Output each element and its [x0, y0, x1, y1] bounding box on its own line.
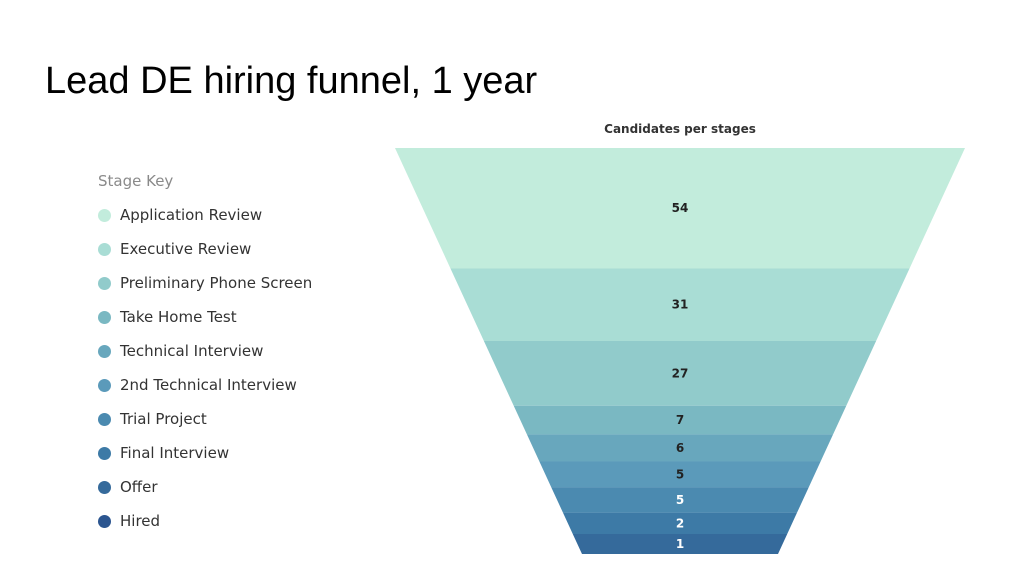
funnel-value-label: 54	[672, 201, 689, 215]
funnel-value-label: 5	[676, 493, 684, 507]
legend-swatch-icon	[98, 412, 111, 426]
legend-item[interactable]: Trial Project	[98, 402, 312, 436]
legend-label: Preliminary Phone Screen	[120, 274, 313, 292]
legend-label: Technical Interview	[120, 342, 264, 360]
funnel-value-label: 5	[676, 467, 684, 481]
legend-label: Offer	[120, 478, 158, 496]
funnel-bar[interactable]	[526, 434, 834, 462]
legend-swatch-icon	[98, 480, 111, 494]
funnel-bar[interactable]	[483, 341, 877, 406]
funnel-value-label: 1	[676, 537, 684, 551]
legend-swatch-icon	[98, 310, 111, 324]
funnel-value-labels: 54 31 27 7 6 5 5 2 1	[672, 201, 689, 551]
legend-swatch-icon	[98, 378, 111, 392]
funnel-value-label: 7	[676, 413, 684, 427]
legend-label: Application Review	[120, 206, 263, 224]
legend-label: Take Home Test	[120, 308, 237, 326]
funnel-value-label: 27	[672, 366, 689, 380]
funnel-bar[interactable]	[539, 461, 821, 488]
legend-label: Executive Review	[120, 240, 252, 258]
legend-label: Trial Project	[120, 410, 207, 428]
legend-title: Stage Key	[98, 172, 174, 190]
funnel-bars	[395, 148, 965, 554]
legend-swatch-icon	[98, 344, 111, 358]
slide-title: Lead DE hiring funnel, 1 year	[45, 60, 538, 102]
legend-item[interactable]: 2nd Technical Interview	[98, 368, 312, 402]
legend-item[interactable]: Application Review	[98, 198, 312, 232]
legend-item[interactable]: Take Home Test	[98, 300, 312, 334]
chart-title: Candidates per stages	[604, 122, 756, 136]
legend-item[interactable]: Final Interview	[98, 436, 312, 470]
funnel-bar[interactable]	[513, 405, 847, 435]
funnel-bar[interactable]	[450, 268, 910, 342]
funnel-value-label: 2	[676, 516, 684, 530]
funnel-value-label: 31	[672, 298, 689, 312]
funnel-bar[interactable]	[395, 148, 965, 269]
legend-item[interactable]: Preliminary Phone Screen	[98, 266, 312, 300]
legend-item[interactable]: Offer	[98, 470, 312, 504]
funnel-bar[interactable]	[572, 533, 788, 554]
legend-item[interactable]: Executive Review	[98, 232, 312, 266]
legend-item[interactable]: Hired	[98, 504, 312, 538]
legend-item[interactable]: Technical Interview	[98, 334, 312, 368]
legend-label: 2nd Technical Interview	[120, 376, 297, 394]
legend-label: Hired	[120, 512, 161, 530]
funnel-value-label: 6	[676, 441, 684, 455]
legend-swatch-icon	[98, 242, 111, 256]
legend-swatch-icon	[98, 208, 111, 222]
funnel-bar[interactable]	[551, 487, 809, 513]
legend-swatch-icon	[98, 446, 111, 460]
funnel-bar[interactable]	[562, 512, 798, 534]
legend-swatch-icon	[98, 276, 111, 290]
legend-swatch-icon	[98, 514, 111, 528]
legend-label: Final Interview	[120, 444, 230, 462]
